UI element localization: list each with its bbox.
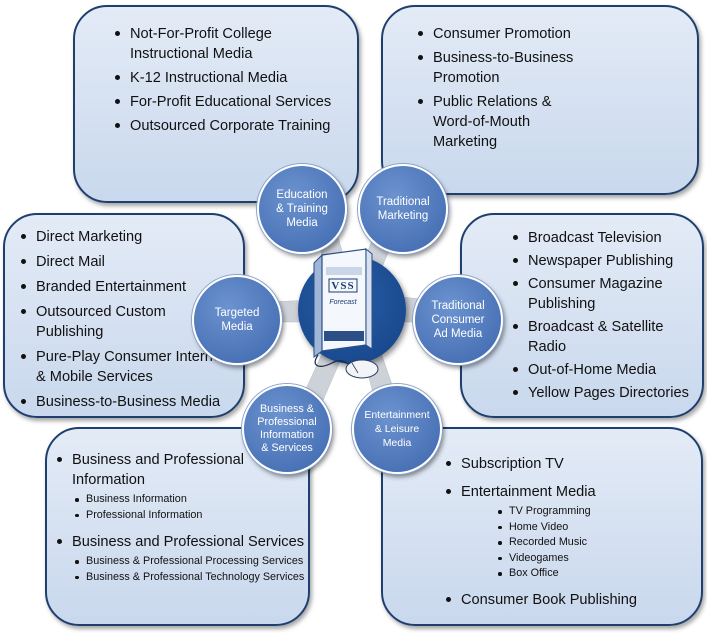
list-item: Business-to-Business Promotion <box>414 48 594 88</box>
list-item-text: Direct Marketing <box>36 229 143 245</box>
list-entertainment: Subscription TV Entertainment Media TV Pro… <box>442 454 692 618</box>
list-item-text: Broadcast & Satellite Radio <box>528 319 664 355</box>
circle-traditional-marketing-label: Traditional Marketing <box>376 196 430 222</box>
list-item-text: Broadcast Television <box>528 230 662 246</box>
list-item: Outsourced Custom Publishing <box>17 302 227 342</box>
list-item-text: Newspaper Publishing <box>528 253 674 269</box>
list-item: Consumer Magazine Publishing <box>509 274 699 314</box>
list-item-text: Direct Mail <box>36 254 105 270</box>
list-item: Not-For-Profit College Instructional Med… <box>111 24 351 64</box>
list-item: K-12 Instructional Media <box>111 68 351 88</box>
list-item-text: Public Relations & Word-of-Mouth Marketi… <box>433 94 552 150</box>
list-item-text: Business-to-Business Promotion <box>433 50 574 86</box>
sub-list-item: Box Office <box>495 566 692 582</box>
sub-list: Business & Professional Processing Servi… <box>72 554 305 585</box>
book-letters: VSS <box>331 280 354 292</box>
book-spine <box>313 253 323 358</box>
list-item-text: Consumer Magazine Publishing <box>528 276 663 312</box>
circle-education: Education & Training Media <box>257 164 347 254</box>
list-item: Broadcast Television <box>509 228 699 248</box>
list-item: Branded Entertainment <box>17 277 227 297</box>
list-item: Public Relations & Word-of-Mouth Marketi… <box>414 92 594 152</box>
book-cover-band <box>326 267 362 275</box>
list-item: Newspaper Publishing <box>509 251 699 271</box>
list-item-text: Consumer Promotion <box>433 26 571 42</box>
list-item-text: Outsourced Custom Publishing <box>36 304 166 340</box>
sub-list-item: TV Programming <box>495 504 692 520</box>
list-item: Yellow Pages Directories <box>509 383 699 403</box>
list-item: Business-to-Business Media <box>17 392 227 412</box>
circle-education-label: Education & Training Media <box>276 189 328 229</box>
list-item: Direct Marketing <box>17 227 227 247</box>
circle-traditional-marketing: Traditional Marketing <box>358 164 448 254</box>
list-item-text: Pure-Play Consumer Internet & Mobile Ser… <box>36 349 225 385</box>
sub-list-item: Business & Professional Technology Servi… <box>72 570 305 586</box>
list-item: For-Profit Educational Services <box>111 92 351 112</box>
book-pages <box>365 247 373 350</box>
mouse-body <box>345 359 379 379</box>
list-item-text: K-12 Instructional Media <box>130 70 288 86</box>
list-item: Broadcast & Satellite Radio <box>509 317 699 357</box>
sub-list-item: Business Information <box>72 492 305 508</box>
list-item: Consumer Book Publishing <box>442 590 692 610</box>
sub-list-item: Business & Professional Processing Servi… <box>72 554 305 570</box>
circle-business-professional-label: Business & Professional Information & Se… <box>257 403 317 454</box>
book-letters-box <box>328 278 358 293</box>
list-item: Pure-Play Consumer Internet & Mobile Ser… <box>17 347 227 387</box>
list-item-text: Not-For-Profit College Instructional Med… <box>130 26 272 62</box>
panel-entertainment: Subscription TV Entertainment Media TV Pro… <box>381 427 703 626</box>
list-item: Direct Mail <box>17 252 227 272</box>
circle-targeted-label: Targeted Media <box>214 307 260 333</box>
list-item-text: Yellow Pages Directories <box>528 385 689 401</box>
book-and-mouse-icon: VSS Forecast <box>313 247 379 379</box>
circle-business-professional: Business & Professional Information & Se… <box>242 384 332 474</box>
list-item-text: Outsourced Corporate Training <box>130 118 331 134</box>
list-item-text: Business and Professional Services <box>72 534 304 550</box>
list-item: Subscription TV <box>442 454 692 474</box>
list-item-text: Entertainment Media <box>461 484 596 500</box>
list-item-text: Subscription TV <box>461 456 564 472</box>
circle-entertainment: Entertainment & Leisure Media <box>352 384 442 474</box>
list-item: Out-of-Home Media <box>509 360 699 380</box>
sub-list-item: Videogames <box>495 551 692 567</box>
list-item-text: Business and Professional Information <box>72 452 244 488</box>
mouse-button-split <box>351 362 359 374</box>
circle-traditional-consumer-label: Traditional Consumer Ad Media <box>431 300 485 340</box>
list-education: Not-For-Profit College Instructional Med… <box>111 24 351 140</box>
list-item: Outsourced Corporate Training <box>111 116 351 136</box>
sub-list-item: Recorded Music <box>495 535 692 551</box>
circle-entertainment-label: Entertainment & Leisure Media <box>364 409 430 449</box>
list-item-text: Out-of-Home Media <box>528 362 657 378</box>
mouse-cable <box>314 354 349 367</box>
circle-targeted: Targeted Media <box>192 275 282 365</box>
list-item: Consumer Promotion <box>414 24 594 44</box>
sub-list-item: Home Video <box>495 520 692 536</box>
book-cover-stripe <box>324 331 364 341</box>
book-label: Forecast <box>329 299 357 306</box>
list-item-text: For-Profit Educational Services <box>130 94 332 110</box>
list-item-text: Branded Entertainment <box>36 279 187 295</box>
list-item-text: Business-to-Business Media <box>36 394 221 410</box>
circle-traditional-consumer: Traditional Consumer Ad Media <box>413 275 503 365</box>
sub-list-item: Professional Information <box>72 508 305 524</box>
list-item-text: Consumer Book Publishing <box>461 591 638 608</box>
